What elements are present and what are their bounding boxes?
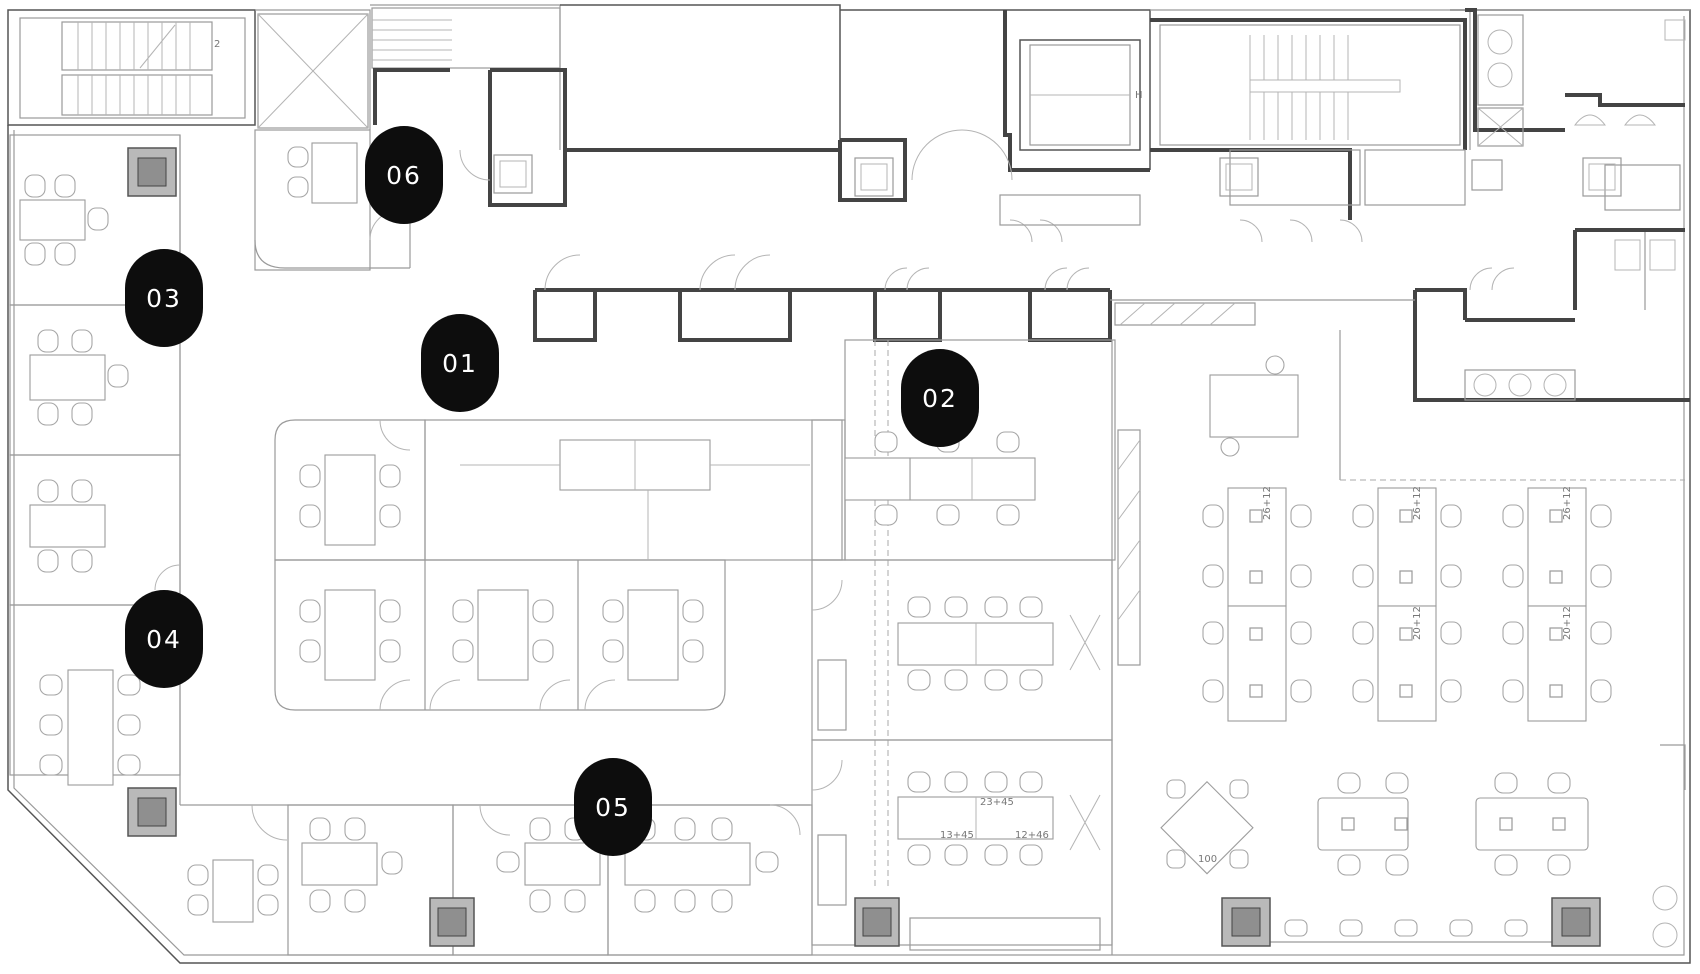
bench-label-1: 26+12 — [1262, 486, 1273, 520]
bottom-rooms — [251, 804, 813, 956]
bench-desks: 26+12 26+12 26+12 20+12 20+12 — [1202, 486, 1612, 722]
ramp — [1117, 429, 1141, 666]
zone-marker-02-label: 02 — [922, 383, 958, 413]
zone-marker-02[interactable]: 02 — [901, 349, 979, 447]
table-label-13-45: 13+45 — [940, 830, 974, 841]
stairs-top-left: 2 — [19, 17, 246, 119]
zone-marker-06-label: 06 — [386, 160, 422, 190]
workstations-02 — [844, 339, 1116, 890]
shaft — [257, 13, 369, 129]
furniture-left — [19, 174, 279, 923]
elevator-label: H — [1135, 90, 1143, 101]
corridor-rooms — [533, 129, 1515, 342]
cafe-tables: 100 — [1160, 744, 1686, 948]
restroom-top-right — [1477, 14, 1686, 310]
zone-marker-05-label: 05 — [595, 792, 631, 822]
zone-marker-04[interactable]: 04 — [125, 590, 203, 688]
zone-marker-05[interactable]: 05 — [574, 758, 652, 856]
elevator-bank: H — [1019, 39, 1143, 151]
furniture-room-06 — [287, 142, 358, 204]
core-walls — [373, 8, 1690, 402]
zone-marker-04-label: 04 — [146, 624, 182, 654]
stairs-top-right — [1159, 24, 1461, 146]
zone-marker-06[interactable]: 06 — [365, 126, 443, 224]
table-label-23-45: 23+45 — [980, 797, 1014, 808]
right-open-area — [1209, 330, 1685, 481]
stairs-top-center — [371, 7, 561, 69]
bench-label-2: 26+12 — [1412, 486, 1423, 520]
bench-label-4: 20+12 — [1412, 606, 1423, 640]
zone-marker-03[interactable]: 03 — [125, 249, 203, 347]
zone-marker-01-label: 01 — [442, 348, 478, 378]
sinks — [1464, 369, 1576, 401]
stair-number: 2 — [214, 39, 220, 50]
bench-label-5: 20+12 — [1562, 606, 1573, 640]
zone-marker-03-label: 03 — [146, 283, 182, 313]
outer-walls — [7, 4, 1691, 964]
zone-marker-01[interactable]: 01 — [421, 314, 499, 412]
table-label-12-46: 12+46 — [1015, 830, 1049, 841]
central-pods — [274, 419, 846, 711]
table-label-100: 100 — [1198, 854, 1217, 865]
columns — [127, 147, 1622, 947]
bench-label-3: 26+12 — [1562, 486, 1573, 520]
